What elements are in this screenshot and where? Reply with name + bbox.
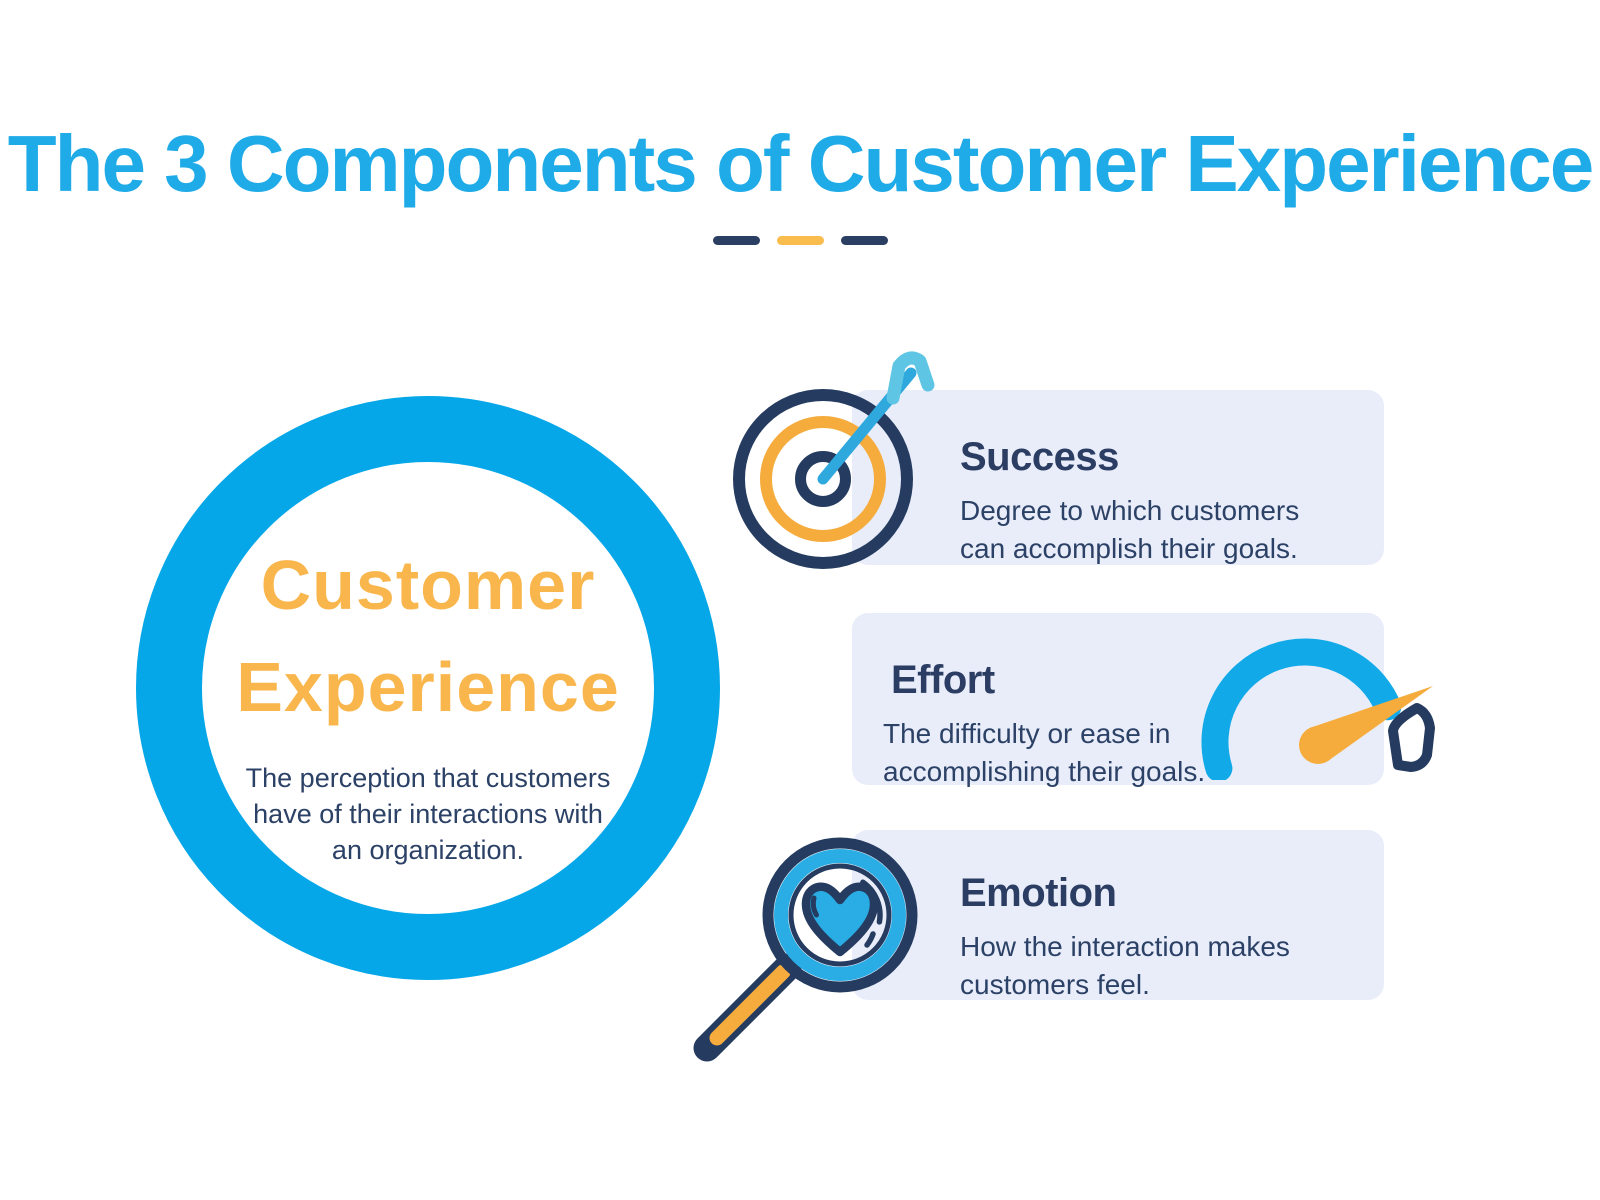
card-success-body: Degree to which customers can accomplish… [960,495,1300,564]
heart-icon [801,882,879,957]
hero-description: The perception that customers have of th… [245,763,611,865]
target-outer-ring [733,389,913,569]
gauge-flag [1388,703,1435,772]
arrow-fletching [886,351,935,405]
divider-dash-right [840,236,888,245]
target-bullseye-ring [795,451,851,507]
card-effort-title: Effort [891,658,995,702]
card-emotion-body: How the interaction makes customers feel… [960,931,1290,1000]
magnifier-heart-icon [693,837,918,1062]
card-emotion-title: Emotion [960,871,1117,915]
speedometer-icon [1201,638,1435,780]
divider-dash-left [712,236,760,245]
hero-heading-line1: Customer [260,546,596,624]
divider-dash-middle [776,236,824,245]
heart-accent [810,895,819,918]
card-emotion: Emotion How the interaction makes custom… [852,830,1384,1000]
glass-shine-tick [864,931,876,948]
magnifier-rim-inner [788,863,892,967]
magnifier-rim-blue [774,849,906,981]
magnifier-rim-outer [762,837,918,993]
hero-heading-line2: Experience [236,648,620,726]
target-middle-ring [760,416,886,542]
needle-pointer [1309,686,1433,762]
target-arrow-icon [733,351,935,569]
magnifier-handle [709,964,791,1046]
card-success-title: Success [960,435,1119,479]
page-title: The 3 Components of Customer Experience [7,119,1595,208]
card-success: Success Degree to which customers can ac… [852,390,1384,565]
title-divider [0,236,1600,245]
hero-heading: Customer Experience [136,534,720,738]
card-effort-body: The difficulty or ease in accomplishing … [883,718,1206,787]
gauge-arc [1201,638,1402,780]
